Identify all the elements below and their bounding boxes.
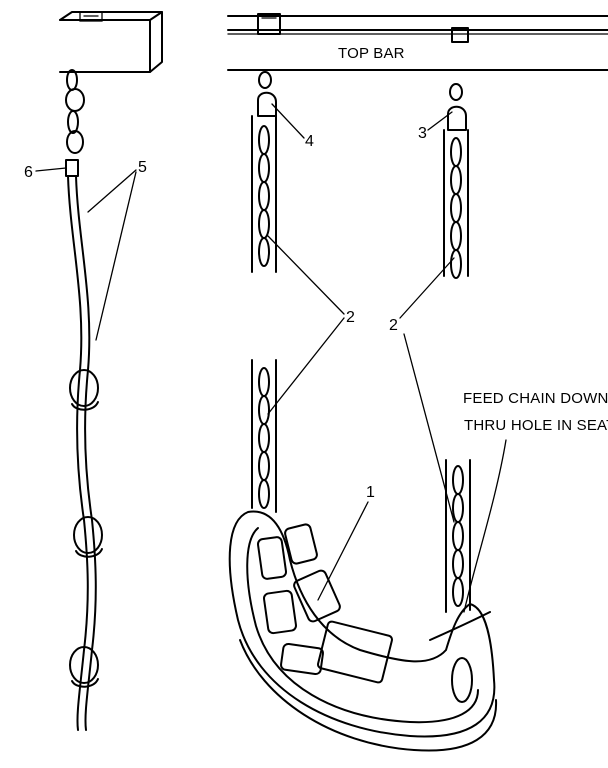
rope-clamp [65, 159, 79, 177]
rope-knot [73, 516, 103, 558]
rope-chain [65, 69, 85, 154]
instruction-line-1: FEED CHAIN DOWN [463, 390, 608, 407]
rope-beam [59, 11, 163, 73]
callout-6: 6 [24, 164, 33, 181]
callout-3: 3 [418, 125, 427, 142]
top-bar [227, 13, 608, 71]
right-chain-lower [445, 459, 471, 613]
callout-4: 4 [305, 133, 314, 150]
callout-5: 5 [138, 159, 147, 176]
swing-seat [228, 510, 498, 752]
instruction-line-2: THRU HOLE IN SEAT [464, 417, 608, 434]
left-chain-lower [251, 359, 277, 513]
callout-1: 1 [366, 484, 375, 501]
rope-knot [69, 646, 99, 688]
callout-2-right: 2 [389, 317, 398, 334]
callout-2-left: 2 [346, 309, 355, 326]
right-chain-upper [443, 129, 469, 279]
left-chain-upper [251, 115, 277, 273]
left-hook [257, 71, 277, 117]
rope-knot [69, 369, 99, 411]
right-hook [447, 83, 467, 131]
top-bar-label: TOP BAR [338, 45, 405, 62]
climbing-rope [67, 175, 97, 731]
